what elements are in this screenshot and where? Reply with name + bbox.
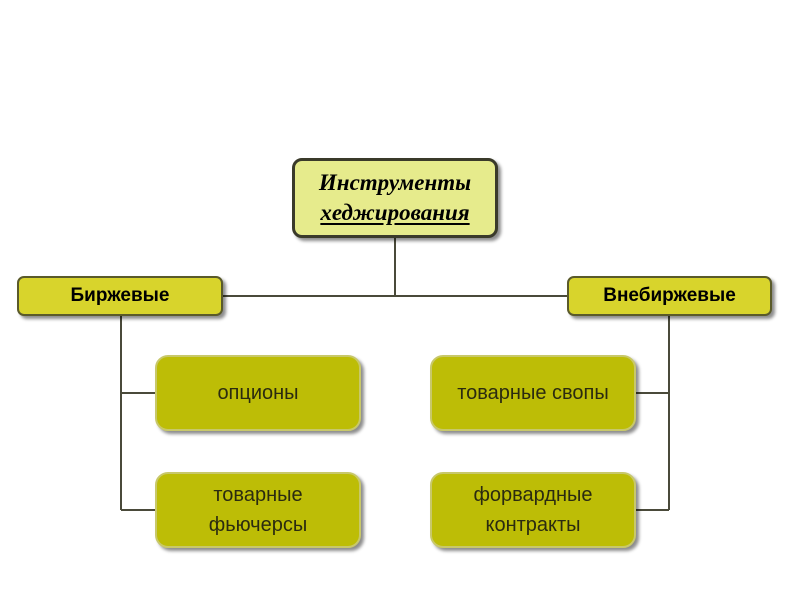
root-title-line1: Инструменты [318,170,472,195]
instrument-forwards-node: форвардные контракты [430,472,636,548]
category-exchange-label: Биржевые [70,285,170,306]
category-otc-label: Внебиржевые [603,285,736,306]
instrument-forwards-label-line1: форвардные [473,484,593,506]
instrument-futures-node: товарные фьючерсы [155,472,361,548]
root-node-hedging-instruments: Инструменты хеджирования [292,158,498,238]
instrument-forwards-label-line2: контракты [485,514,581,536]
instrument-futures-label-line1: товарные [213,484,303,506]
category-exchange-node: Биржевые [17,276,223,316]
instrument-options-label: опционы [217,382,299,404]
instrument-futures-label-line2: фьючерсы [208,514,308,536]
root-title-line2: хеджирования [320,200,470,225]
category-otc-node: Внебиржевые [567,276,772,316]
instrument-options-node: опционы [155,355,361,431]
instrument-swaps-label: товарные свопы [457,382,609,404]
instrument-swaps-node: товарные свопы [430,355,636,431]
